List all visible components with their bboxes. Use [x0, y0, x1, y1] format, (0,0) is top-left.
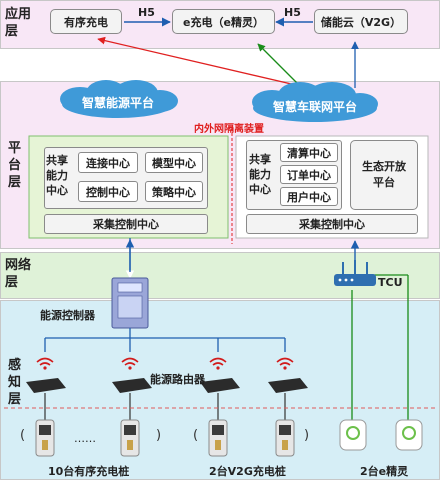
energy-shared-label: 共享能力中心: [46, 154, 68, 197]
network-layer-label: 网络层: [5, 258, 32, 290]
center-model[interactable]: 模型中心: [145, 152, 203, 173]
tcu-device: [334, 260, 376, 286]
group-label-e-elf: 2台e精灵: [360, 465, 409, 478]
perception-layer-label: 感知层: [8, 358, 22, 407]
paren-close-2: ): [304, 428, 310, 443]
app-layer-label: 应用层: [5, 7, 32, 39]
energy-router-label: 能源路由器: [150, 373, 205, 386]
center-clearing[interactable]: 清算中心: [280, 143, 338, 162]
platform-layer-label: 平台层: [8, 141, 22, 190]
energy-controller-label: 能源控制器: [40, 309, 95, 322]
ecosystem-open-platform[interactable]: 生态开放平台: [350, 140, 418, 210]
energy-platform-title: 智慧能源平台: [81, 96, 154, 110]
app-box-ordered-charging[interactable]: 有序充电: [50, 9, 122, 34]
vehicle-collect-center[interactable]: 采集控制中心: [246, 214, 418, 234]
paren-close-1: ): [156, 428, 162, 443]
center-strategy[interactable]: 策略中心: [145, 181, 203, 202]
app-box-e-charging[interactable]: e充电（e精灵）: [172, 9, 275, 34]
vehicle-platform-title: 智慧车联网平台: [272, 100, 357, 114]
e-elf-devices: [339, 419, 423, 451]
paren-open-2: (: [193, 428, 199, 443]
tcu-label: TCU: [378, 276, 403, 289]
vehicle-shared-label: 共享能力中心: [249, 153, 271, 196]
energy-controller-device: [111, 277, 149, 329]
arrow-red: [97, 36, 301, 87]
app-box-storage-cloud[interactable]: 储能云（V2G）: [314, 9, 408, 34]
group-label-v2g-piles: 2台V2G充电桩: [209, 465, 286, 478]
ellipsis-label: ……: [74, 432, 96, 445]
center-user[interactable]: 用户中心: [280, 187, 338, 206]
center-control[interactable]: 控制中心: [78, 181, 138, 202]
arrow-green: [257, 43, 301, 87]
h5-label-2: H5: [284, 6, 301, 19]
wifi-icons: [36, 357, 294, 366]
charging-piles: [35, 419, 295, 457]
h5-label-1: H5: [138, 6, 155, 19]
center-connection[interactable]: 连接中心: [78, 152, 138, 173]
isolation-device-label: 内外网隔离装置: [194, 124, 264, 135]
cloud-vehicle: [252, 82, 378, 122]
router-devices: [26, 378, 308, 393]
center-order[interactable]: 订单中心: [280, 165, 338, 184]
cloud-energy: [60, 80, 178, 118]
paren-open-1: (: [20, 428, 26, 443]
group-label-ordered-piles: 10台有序充电桩: [48, 465, 130, 478]
energy-collect-center[interactable]: 采集控制中心: [44, 214, 208, 234]
